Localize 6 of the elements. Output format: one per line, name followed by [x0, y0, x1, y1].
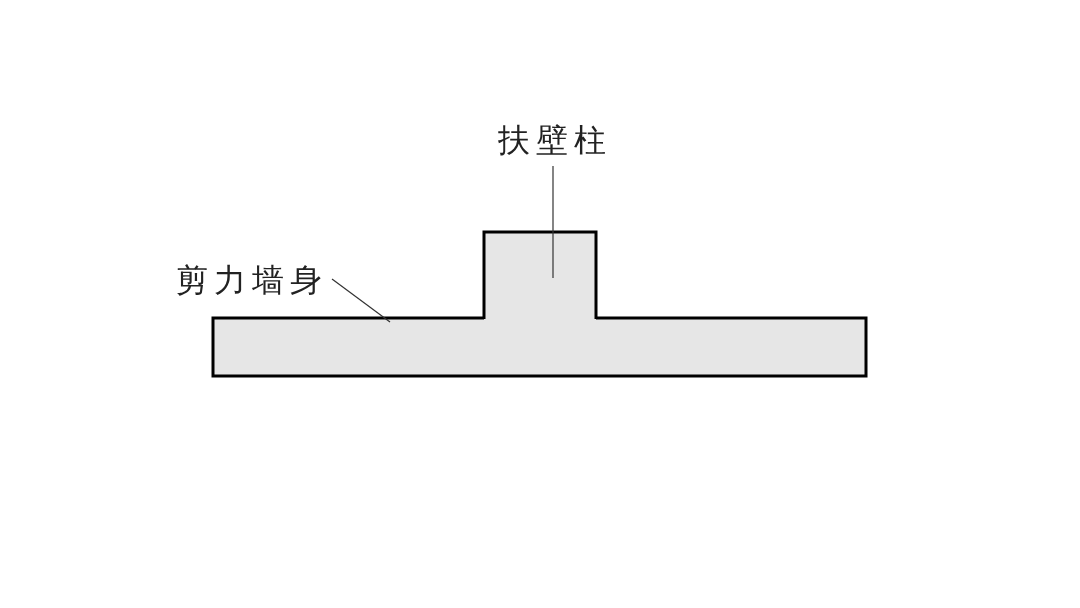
part-label: 扶壁柱	[498, 120, 612, 160]
pilaster-drawing	[482, 230, 598, 320]
leader-line	[552, 165, 554, 279]
wall-body-drawing	[211, 316, 868, 378]
leader-line	[331, 278, 391, 323]
part-label: 剪力墙身	[176, 260, 328, 300]
